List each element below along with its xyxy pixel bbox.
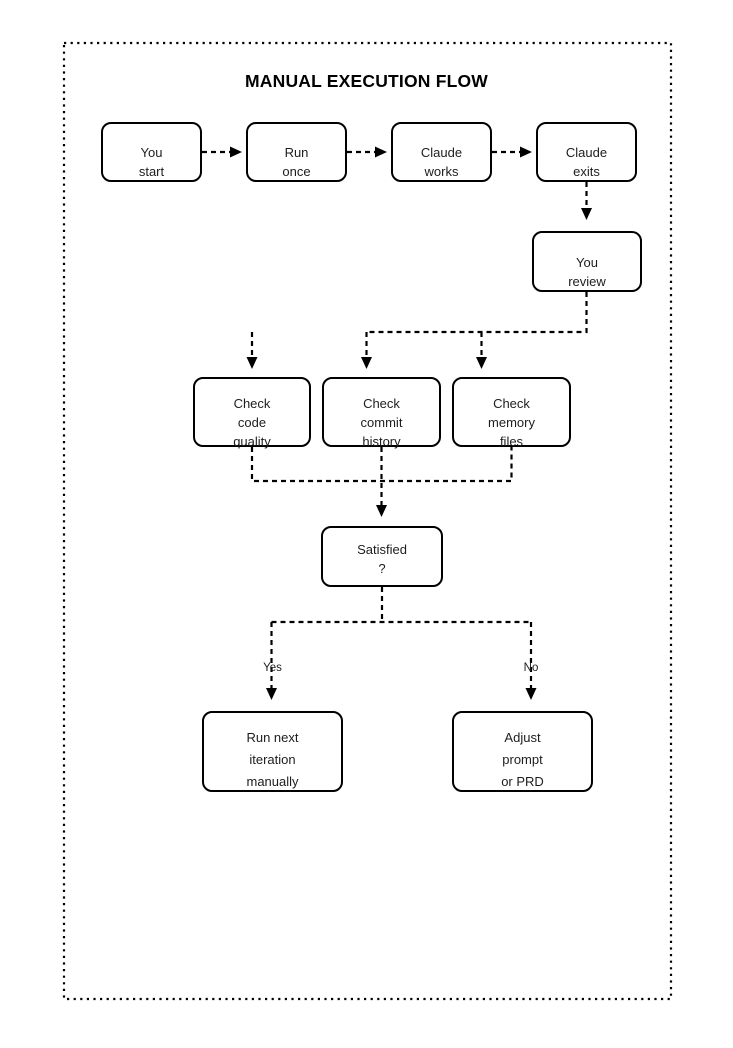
edge-checks-collector <box>250 447 513 483</box>
arrowhead-you-review <box>581 208 592 220</box>
edge-you-review-distributor <box>366 292 588 334</box>
node-label-line: files <box>499 434 524 449</box>
arrowhead-check-memory-files <box>476 357 487 369</box>
node-run-once: Run once <box>246 122 347 182</box>
node-label-line: manually <box>246 774 299 789</box>
node-label-line: once <box>282 164 311 179</box>
node-adjust-prompt-or-prd: Adjust prompt or PRD <box>452 711 593 792</box>
arrowhead-check-commit-history <box>361 357 372 369</box>
edge-label-yes: Yes <box>263 662 282 674</box>
edge-label-no: No <box>523 662 539 674</box>
node-label-line: memory <box>488 415 535 430</box>
node-claude-works: Claude works <box>391 122 492 182</box>
node-label-line: review <box>568 274 606 289</box>
node-label-line: code <box>237 415 267 430</box>
node-claude-exits: Claude exits <box>536 122 637 182</box>
diagram-title: MANUAL EXECUTION FLOW <box>244 71 489 91</box>
node-you-review: You review <box>532 231 642 292</box>
node-label-line: Run <box>284 145 309 160</box>
node-label-line: history <box>362 434 401 449</box>
node-label-line: iteration <box>249 752 296 767</box>
node-satisfied: Satisfied ? <box>321 526 443 587</box>
node-label-line: Check <box>493 396 530 411</box>
node-label-line: ? <box>378 561 386 576</box>
node-label-line: commit <box>360 415 403 430</box>
arrowhead-satisfied <box>376 505 387 517</box>
node-label-line: Adjust <box>504 730 541 745</box>
node-label-line: start <box>138 164 165 179</box>
node-label-line: or PRD <box>501 774 544 789</box>
node-label-line: prompt <box>502 752 543 767</box>
node-label-line: works <box>424 164 459 179</box>
arrowhead-claude-works <box>375 146 387 158</box>
node-you-start: You start <box>101 122 202 182</box>
node-check-commit-history: Check commit history <box>322 377 441 449</box>
node-label-line: Run next <box>246 730 299 745</box>
node-label-line: Satisfied <box>357 542 407 557</box>
node-label-line: You <box>576 255 598 270</box>
node-label-line: Check <box>233 396 271 411</box>
arrowhead-check-code-quality <box>246 357 258 369</box>
node-label-line: You <box>140 145 163 160</box>
node-label-line: Claude <box>420 145 463 160</box>
arrowhead-adjust-prompt <box>525 688 537 700</box>
node-label-line: quality <box>233 434 271 449</box>
node-label-line: exits <box>573 164 600 179</box>
node-label-line: Check <box>363 396 400 411</box>
diagram-dotted-border <box>62 41 673 1001</box>
node-label-line: Claude <box>565 145 608 160</box>
arrowhead-run-next-iteration <box>266 688 277 700</box>
node-run-next-iteration: Run next iteration manually <box>202 711 343 792</box>
arrowhead-claude-exits <box>520 146 532 158</box>
arrowhead-run-once <box>230 146 242 158</box>
node-check-code-quality: Check code quality <box>193 377 311 449</box>
node-check-memory-files: Check memory files <box>452 377 571 449</box>
